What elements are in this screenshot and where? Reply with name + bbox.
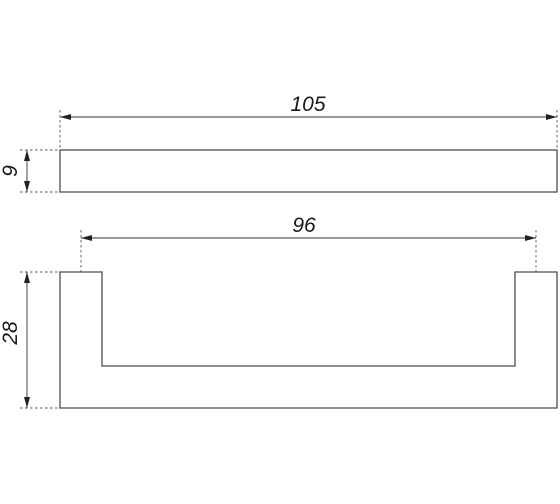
arrowhead-28-bottom	[24, 397, 30, 408]
arrowhead-105-right	[546, 114, 557, 120]
arrowhead-9-bottom	[24, 181, 30, 192]
u-handle-outline	[59, 271, 558, 409]
arrowhead-96-right	[525, 235, 536, 241]
arrowhead-9-top	[24, 150, 30, 161]
side-view: 96 28	[0, 214, 558, 409]
top-view-bar-outline	[59, 149, 558, 193]
dimension-label-28: 28	[0, 321, 22, 346]
arrowhead-28-top	[24, 272, 30, 283]
dimension-label-9: 9	[0, 165, 22, 177]
dimension-label-105: 105	[290, 93, 325, 116]
top-view: 105 9	[0, 93, 558, 193]
arrowhead-105-left	[60, 114, 71, 120]
dimension-label-96: 96	[292, 214, 316, 237]
arrowhead-96-left	[81, 235, 92, 241]
